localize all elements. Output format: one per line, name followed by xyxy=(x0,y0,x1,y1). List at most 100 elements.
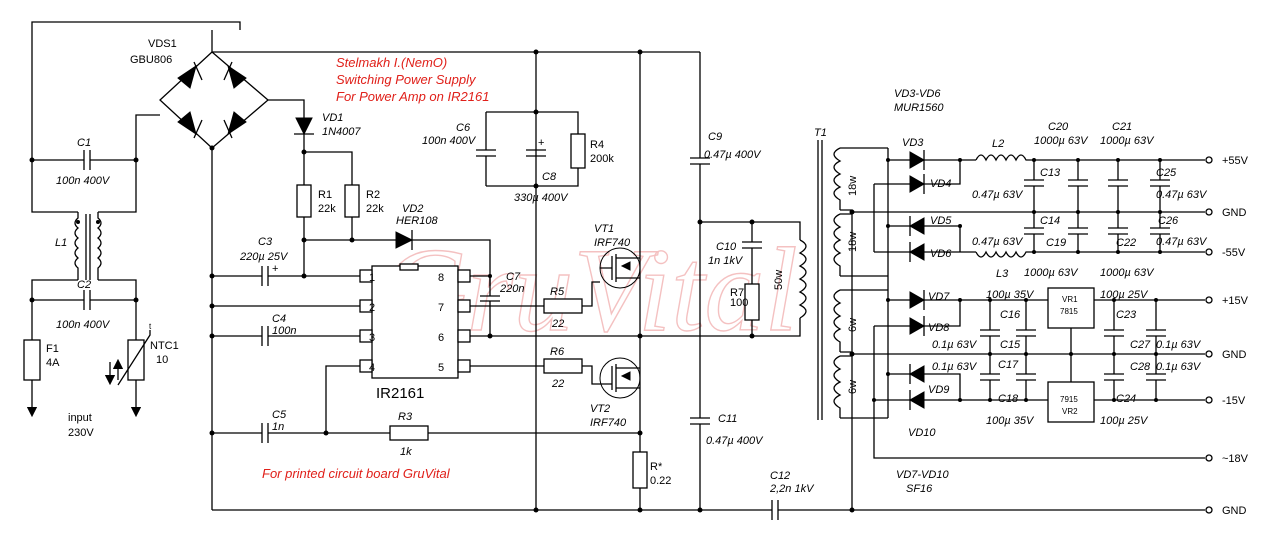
vr2-name: VR2 xyxy=(1062,407,1078,416)
output-gnd1: GND xyxy=(1222,207,1247,219)
c23-name: C23 xyxy=(1116,309,1137,321)
ic-pin3: 3 xyxy=(369,332,375,344)
c9-value: 0.47µ 400V xyxy=(704,149,762,161)
vt1-part: IRF740 xyxy=(594,237,631,249)
r4-name: R4 xyxy=(590,139,604,151)
c16-name: C16 xyxy=(1000,309,1021,321)
c15-value: 0.1µ 63V xyxy=(932,339,978,351)
r4-value: 200k xyxy=(590,153,614,165)
c12-value: 2,2n 1kV xyxy=(769,483,815,495)
vds1-name: VDS1 xyxy=(148,38,177,50)
r6-value: 22 xyxy=(551,378,564,390)
t1-w2: 18w xyxy=(847,232,859,252)
c14-value: 0.47µ 63V xyxy=(972,236,1024,248)
c7-value: 220n xyxy=(499,283,524,295)
c5-name: C5 xyxy=(272,409,287,421)
title-line1: Switching Power Supply xyxy=(336,72,477,87)
r5-value: 22 xyxy=(551,318,564,330)
c19-value: 1000µ 63V xyxy=(1024,267,1079,279)
high-voltage-output xyxy=(874,150,1205,262)
c2-name: C2 xyxy=(77,279,91,291)
r3-value: 1k xyxy=(400,446,412,458)
c25-value: 0.47µ 63V xyxy=(1156,189,1208,201)
c6-value: 100n 400V xyxy=(422,135,477,147)
title-line2: For Power Amp on IR2161 xyxy=(336,89,489,104)
rstar-value: 0.22 xyxy=(650,475,671,487)
c17-value: 0.1µ 63V xyxy=(932,361,978,373)
c22-name: C22 xyxy=(1116,237,1136,249)
r7-value: 100 xyxy=(730,297,748,309)
c10-value: 1n 1kV xyxy=(708,255,744,267)
ntc1-name: NTC1 xyxy=(150,340,179,352)
ic-pin1: 1 xyxy=(369,272,375,284)
vd4-label: VD4 xyxy=(930,178,951,190)
c10-name: C10 xyxy=(716,241,737,253)
l1-name: L1 xyxy=(55,237,67,249)
ic-pin4: 4 xyxy=(369,362,375,374)
c20-value: 1000µ 63V xyxy=(1034,135,1089,147)
vd8-label: VD8 xyxy=(928,322,950,334)
c27-value: 0.1µ 63V xyxy=(1156,339,1202,351)
c9-name: C9 xyxy=(708,131,722,143)
vt2-name: VT2 xyxy=(590,403,610,415)
c4-value: 100n xyxy=(272,325,296,337)
bulk-capacitors xyxy=(476,49,586,510)
r1-name: R1 xyxy=(318,189,332,201)
vds1-part: GBU806 xyxy=(130,54,172,66)
r5-name: R5 xyxy=(550,286,565,298)
resonant-section xyxy=(690,52,801,510)
vd2-part: HER108 xyxy=(396,215,438,227)
vd6-label: VD6 xyxy=(930,248,952,260)
vd10-label: VD10 xyxy=(908,427,936,439)
ic-pin8: 8 xyxy=(438,272,444,284)
c1-name: C1 xyxy=(77,137,91,149)
c7-name: C7 xyxy=(506,271,521,283)
c18-name: C18 xyxy=(998,393,1019,405)
c3-name: C3 xyxy=(258,236,273,248)
c12-name: C12 xyxy=(770,470,790,482)
ic-pin5: 5 xyxy=(438,362,444,374)
output-ac18: ~18V xyxy=(1222,453,1249,465)
output-plus15: +15V xyxy=(1222,295,1249,307)
input-section xyxy=(23,21,241,418)
c28-value: 0.1µ 63V xyxy=(1156,361,1202,373)
t1-w1: 18w xyxy=(847,176,859,196)
ntc1-value: 10 xyxy=(156,354,168,366)
mosfets xyxy=(599,49,648,513)
output-gnd3: GND xyxy=(1222,505,1247,517)
vr1-name: VR1 xyxy=(1062,295,1078,304)
c26-name: C26 xyxy=(1158,215,1179,227)
c2-value: 100n 400V xyxy=(56,319,111,331)
ground-rail xyxy=(212,500,1205,520)
c3-value: 220µ 25V xyxy=(239,251,289,263)
c24-name: C24 xyxy=(1116,393,1136,405)
t1-w3: 6w xyxy=(847,318,859,332)
c1-value: 100n 400V xyxy=(56,175,111,187)
c8-name: C8 xyxy=(542,171,557,183)
svg-text:+: + xyxy=(272,263,278,275)
rstar-name: R* xyxy=(650,461,663,473)
f1-value: 4A xyxy=(46,357,60,369)
ic-pin7: 7 xyxy=(438,302,444,314)
vd2-name: VD2 xyxy=(402,203,423,215)
vd9-label: VD9 xyxy=(928,384,949,396)
c16-value: 100µ 35V xyxy=(986,289,1035,301)
vd3-label: VD3 xyxy=(902,137,924,149)
r1-value: 22k xyxy=(318,203,336,215)
c19-name: C19 xyxy=(1046,237,1066,249)
labels: Stelmakh I.(NemO) Switching Power Supply… xyxy=(46,38,1249,517)
output-minus15: -15V xyxy=(1222,395,1246,407)
startup-network xyxy=(294,117,491,286)
t1-w4: 6w xyxy=(847,380,859,394)
c13-value: 0.47µ 63V xyxy=(972,189,1024,201)
output-plus55: +55V xyxy=(1222,155,1249,167)
c21-value: 1000µ 63V xyxy=(1100,135,1155,147)
low-voltage-output xyxy=(872,287,1205,423)
output-minus55: -55V xyxy=(1222,247,1246,259)
c6-name: C6 xyxy=(456,122,471,134)
output-terminals xyxy=(1205,156,1213,514)
f1-name: F1 xyxy=(46,343,59,355)
l2-name: L2 xyxy=(992,138,1004,150)
c20-name: C20 xyxy=(1048,121,1069,133)
